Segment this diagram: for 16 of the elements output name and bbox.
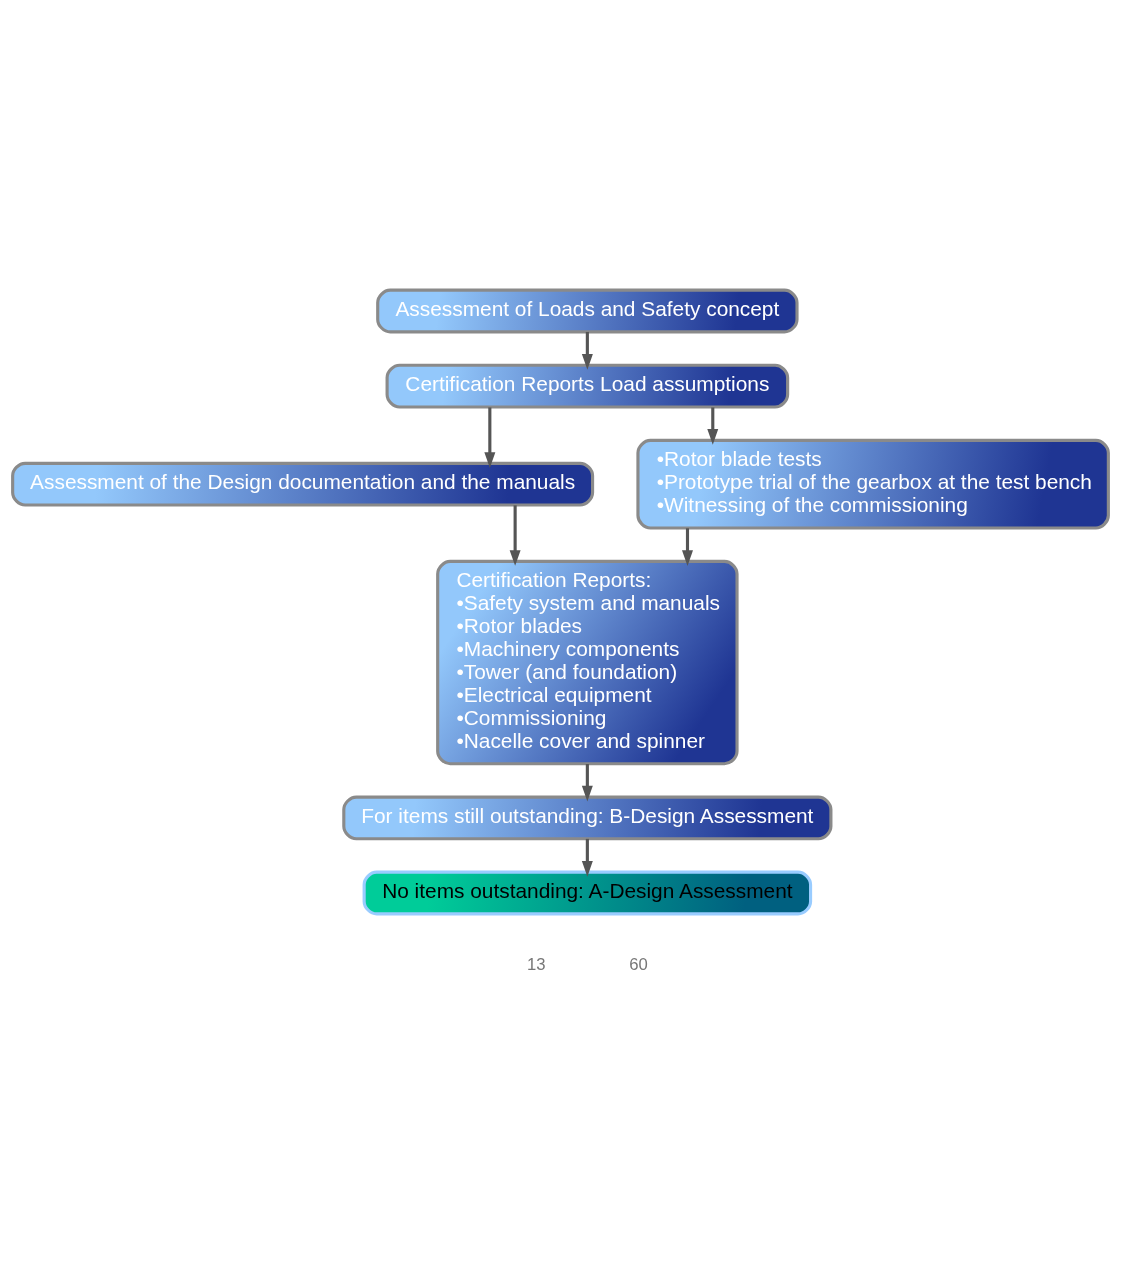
label: 13 — [526, 955, 546, 975]
node-box: Certification Reports Load assumptions — [385, 363, 790, 409]
arrow — [682, 528, 693, 567]
node-box: Assessment of Loads and Safety concept — [376, 288, 799, 334]
arrow — [484, 407, 496, 468]
arrow — [707, 407, 719, 445]
node-box: Assessment of the Design documentation and the manuals — [11, 461, 595, 507]
node-box: Certification Reports: •Safety system and manuals •Rotor blades •Machinery components •Tower (and foundation) •Electrical equipment •Commissioning •Nacelle cover and spinner — [436, 559, 739, 766]
label: 60 — [629, 955, 648, 975]
node-box: •Rotor blade tests •Prototype trial of the gearbox at the test bench •Witnessing of the commissioning — [636, 438, 1110, 530]
node-box: For items still outstanding: B-Design Assessment — [342, 795, 833, 841]
arrow — [509, 505, 521, 566]
arrow — [581, 838, 593, 877]
node-box: No items outstanding: A-Design Assessment — [362, 870, 813, 916]
arrow — [581, 764, 593, 802]
arrow — [581, 331, 593, 370]
